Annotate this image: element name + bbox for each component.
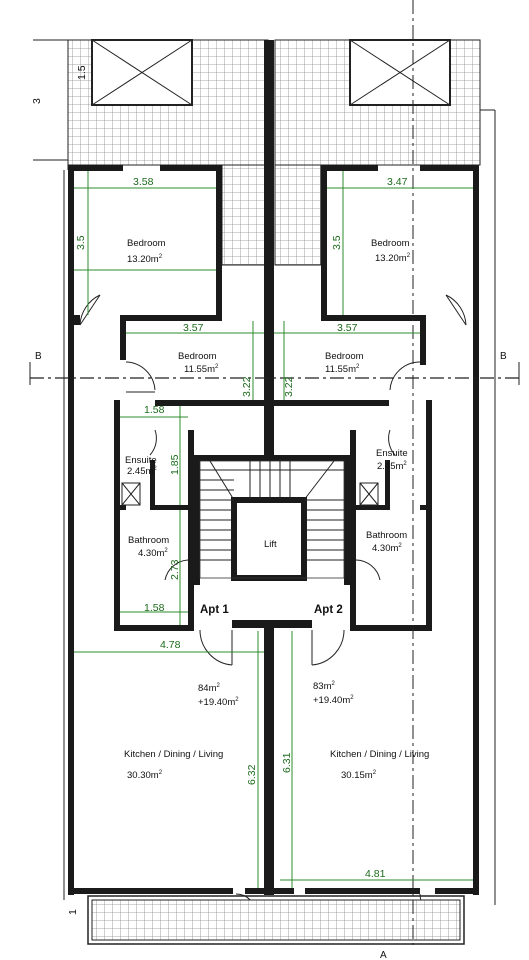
lift-label: Lift bbox=[264, 539, 277, 550]
room-bathroom-r-name: Bathroom bbox=[366, 530, 407, 541]
dim-bath-depth: 2.73 bbox=[169, 559, 181, 580]
room-ensuite-l-name: Ensuite bbox=[125, 455, 157, 466]
dim-balcony: 1 bbox=[67, 909, 79, 915]
front-balcony bbox=[87, 895, 465, 945]
apt1-total-area: 84m2 bbox=[198, 683, 220, 694]
dim-mid-left-depth: 3.22 bbox=[241, 376, 253, 397]
room-kitchen-r-area: 30.15m2 bbox=[341, 770, 377, 781]
room-bedroom-mr-area: 11.55m2 bbox=[325, 364, 360, 375]
dim-mid-right-depth: 3.22 bbox=[283, 376, 295, 397]
dim-kitchen-right-width: 4.81 bbox=[365, 868, 386, 880]
dim-top-left-width: 3.58 bbox=[133, 176, 154, 188]
dim-top-right-width: 3.47 bbox=[387, 176, 408, 188]
room-ensuite-l-area: 2.45m2 bbox=[127, 466, 157, 477]
section-b-left: B bbox=[35, 351, 42, 362]
dim-ensuite-width: 1.58 bbox=[144, 404, 165, 416]
room-ensuite-r-area: 2.45m2 bbox=[377, 461, 407, 472]
room-bathroom-r-area: 4.30m2 bbox=[372, 543, 402, 554]
walls bbox=[68, 40, 479, 895]
room-bedroom-tr-name: Bedroom bbox=[371, 238, 410, 249]
apt2-label: Apt 2 bbox=[314, 604, 343, 616]
dim-kitchen-left-depth: 6.32 bbox=[246, 764, 258, 785]
room-bedroom-ml-area: 11.55m2 bbox=[184, 364, 219, 375]
dim-mid-right-width: 3.57 bbox=[337, 322, 358, 334]
room-kitchen-l-area: 30.30m2 bbox=[127, 770, 163, 781]
room-bedroom-tl-area: 13.20m2 bbox=[127, 254, 163, 265]
apt1-label: Apt 1 bbox=[200, 604, 229, 616]
dim-bath-width: 1.58 bbox=[144, 602, 165, 614]
dim-mid-left-width: 3.57 bbox=[183, 322, 204, 334]
staircase bbox=[199, 460, 345, 579]
room-bedroom-tl-name: Bedroom bbox=[127, 238, 166, 249]
apt2-total-area: 83m2 bbox=[313, 681, 335, 692]
room-ensuite-r-name: Ensuite bbox=[376, 448, 408, 459]
section-a-bottom: A bbox=[380, 950, 387, 960]
room-bedroom-ml-name: Bedroom bbox=[178, 351, 217, 362]
rear-terrace-tiles bbox=[67, 39, 481, 266]
dim-light-well: 1.5 bbox=[76, 65, 88, 80]
room-bedroom-tr-area: 13.20m2 bbox=[375, 253, 411, 264]
dimension-lines bbox=[74, 171, 473, 888]
room-kitchen-l-name: Kitchen / Dining / Living bbox=[124, 749, 223, 760]
room-bathroom-l-name: Bathroom bbox=[128, 535, 169, 546]
room-bedroom-mr-name: Bedroom bbox=[325, 351, 364, 362]
room-kitchen-r-name: Kitchen / Dining / Living bbox=[330, 749, 429, 760]
room-bathroom-l-area: 4.30m2 bbox=[138, 548, 168, 559]
dim-kitchen-right-depth: 6.31 bbox=[281, 752, 293, 773]
dim-outer-height: 3 bbox=[31, 98, 43, 104]
section-lines bbox=[29, 0, 520, 945]
dim-top-right-depth: 3.5 bbox=[331, 235, 343, 250]
dim-top-left-depth: 3.5 bbox=[75, 235, 87, 250]
dim-kitchen-left-width: 4.78 bbox=[160, 639, 181, 651]
shower-trays bbox=[121, 482, 379, 506]
apt1-extra-area: +19.40m2 bbox=[198, 697, 239, 708]
section-b-right: B bbox=[500, 351, 507, 362]
dim-ensuite-depth: 1.85 bbox=[169, 454, 181, 475]
apt2-extra-area: +19.40m2 bbox=[313, 695, 354, 706]
